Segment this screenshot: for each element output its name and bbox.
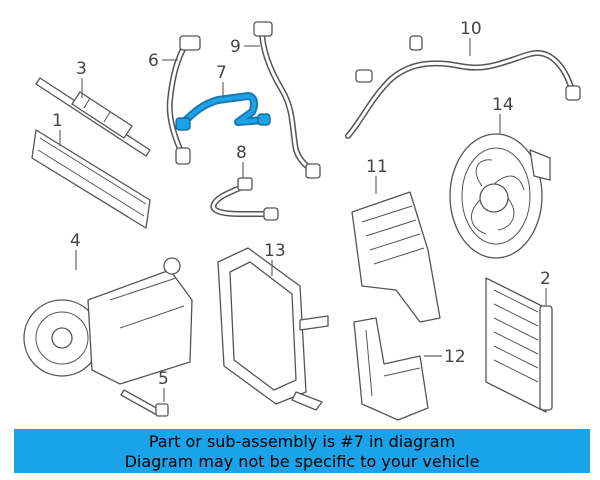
callout-7: 7 xyxy=(216,63,227,83)
parts-diagram: 3 1 6 7 9 8 xyxy=(23,19,581,421)
callout-13: 13 xyxy=(264,241,286,261)
banner-line-1: Part or sub-assembly is #7 in diagram xyxy=(148,432,456,451)
callout-9: 9 xyxy=(230,37,241,57)
callout-3: 3 xyxy=(76,59,87,79)
callout-2: 2 xyxy=(540,269,551,289)
part-3-drier xyxy=(35,77,151,157)
info-banner: Part or sub-assembly is #7 in diagram Di… xyxy=(14,429,590,473)
part-10-line xyxy=(345,35,581,139)
callout-8: 8 xyxy=(236,143,247,163)
callout-10: 10 xyxy=(460,19,482,39)
banner-line-2: Diagram may not be specific to your vehi… xyxy=(124,452,480,471)
part-12-shroud xyxy=(353,317,429,421)
part-4-compressor xyxy=(23,257,193,385)
callout-4: 4 xyxy=(70,231,81,251)
callout-1: 1 xyxy=(52,111,63,131)
part-2-condenser xyxy=(485,277,553,413)
part-11-duct xyxy=(351,191,441,323)
callout-14: 14 xyxy=(492,95,514,115)
callout-5: 5 xyxy=(158,369,169,389)
callout-11: 11 xyxy=(366,157,388,177)
callout-12: 12 xyxy=(444,347,466,367)
part-6-hose xyxy=(166,35,201,165)
part-7-hose-highlighted xyxy=(175,92,271,131)
part-14-fan xyxy=(449,133,551,259)
part-5-bolt xyxy=(120,389,169,417)
callout-6: 6 xyxy=(148,51,159,71)
part-1-condenser-strip xyxy=(31,129,151,229)
part-13-frame xyxy=(217,247,329,411)
part-9-hose xyxy=(253,21,321,179)
part-8-valve-line xyxy=(210,177,279,221)
